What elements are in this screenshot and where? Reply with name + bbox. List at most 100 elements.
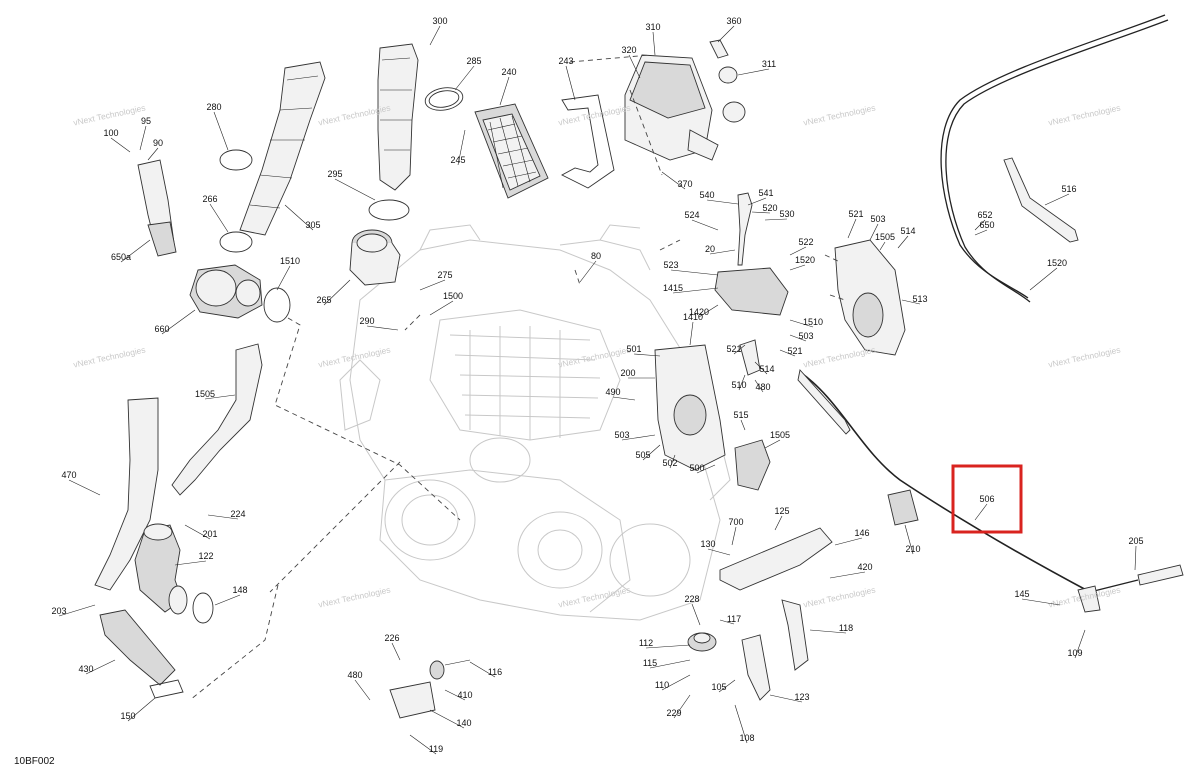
callout-leader [670, 269, 719, 276]
callout-label-265: 265 [316, 295, 331, 305]
callout-label-521: 521 [787, 346, 802, 356]
callout-leader [974, 229, 988, 236]
callout-leader [409, 734, 437, 755]
bracket-140 [741, 634, 771, 701]
svg-text:vNext Technologies: vNext Technologies [802, 103, 876, 128]
engine-mount-105 [389, 659, 471, 719]
callout-leader [649, 659, 691, 669]
cvt-cover-500 [654, 344, 726, 471]
intake-tube-300 [377, 43, 419, 191]
callout-label-116: 116 [488, 667, 502, 677]
callout-leader [68, 479, 101, 496]
callout-leader [809, 629, 847, 634]
hose-650 [940, 14, 1169, 303]
cvt-housing-501 [834, 239, 906, 356]
gasket-229 [149, 679, 184, 699]
svg-text:vNext Technologies: vNext Technologies [1047, 103, 1121, 128]
callout-leader [869, 223, 879, 241]
svg-text:vNext Technologies: vNext Technologies [1047, 345, 1121, 370]
callout-leader [579, 260, 597, 283]
callout-leader [709, 249, 736, 255]
callout-label-1505: 1505 [195, 389, 215, 399]
bracket-145 [781, 599, 809, 671]
callout-label-290: 290 [359, 316, 374, 326]
callout-leader [847, 218, 857, 239]
grommets-311 [718, 66, 746, 123]
callout-label-503: 503 [870, 214, 885, 224]
callout-leader [127, 697, 156, 722]
watermark: vNext Technologies [72, 103, 146, 128]
callout-label-480: 480 [347, 670, 362, 680]
callout-leader [901, 299, 921, 305]
callout-label-320: 320 [621, 45, 636, 55]
callout-leader [207, 514, 239, 520]
callout-label-125: 125 [774, 506, 789, 516]
callout-label-226: 226 [384, 633, 399, 643]
callout-leader [652, 31, 656, 56]
callout-label-105: 105 [711, 682, 726, 692]
callout-label-1510: 1510 [280, 256, 300, 266]
callout-leader [707, 548, 731, 556]
watermark: vNext Technologies [1047, 103, 1121, 128]
callout-label-521: 521 [726, 344, 741, 354]
callout-label-240: 240 [501, 67, 516, 77]
callout-leader [284, 204, 314, 231]
callout-label-130: 130 [700, 539, 715, 549]
watermark: vNext Technologies [557, 103, 631, 128]
callout-leader [209, 203, 229, 233]
callout-leader [1134, 545, 1137, 571]
callout-leader [120, 239, 151, 263]
shift-cover-505 [734, 439, 771, 491]
callout-leader [754, 361, 768, 375]
callout-label-480: 480 [755, 382, 770, 392]
callout-label-410: 410 [457, 690, 472, 700]
callout-label-650a: 650a [111, 252, 131, 262]
callout-leader [691, 219, 719, 231]
callout-leader [689, 321, 694, 346]
watermark: vNext Technologies [802, 585, 876, 610]
callout-leader [789, 334, 807, 342]
callout-label-100: 100 [103, 128, 118, 138]
watermark: vNext Technologies [72, 345, 146, 370]
watermark: vNext Technologies [802, 345, 876, 370]
watermark: vNext Technologies [1047, 345, 1121, 370]
svg-text:vNext Technologies: vNext Technologies [557, 103, 631, 128]
callout-label-112: 112 [639, 638, 653, 648]
watermark: vNext Technologies [317, 585, 391, 610]
callout-leader [633, 353, 661, 357]
callout-leader [779, 349, 796, 357]
clamp-266 [219, 231, 253, 253]
callout-leader [673, 694, 691, 719]
callout-leader [737, 68, 770, 76]
callout-label-490: 490 [605, 387, 620, 397]
gasket-243 [561, 94, 615, 189]
svg-text:vNext Technologies: vNext Technologies [802, 345, 876, 370]
callout-leader [706, 199, 739, 205]
callout-leader [774, 515, 783, 531]
callout-leader [139, 125, 147, 151]
callout-leader [879, 241, 886, 251]
callout-leader [789, 319, 814, 328]
callout-label-150: 150 [120, 711, 135, 721]
callout-label-506: 506 [979, 494, 994, 504]
callout-leader [391, 642, 401, 661]
callout-label-520: 520 [762, 203, 777, 213]
callout-leader [565, 65, 576, 101]
air-filter-240 [474, 103, 549, 199]
callout-leader [429, 300, 454, 316]
resonator-265 [189, 264, 263, 319]
highlight-box-470 [951, 464, 1023, 534]
svg-text:vNext Technologies: vNext Technologies [557, 345, 631, 370]
callout-leader [174, 560, 207, 566]
callout-leader [829, 571, 866, 579]
callout-leader [213, 111, 229, 151]
callout-leader [669, 454, 676, 469]
callout-leader [1029, 267, 1058, 291]
callout-leader [58, 604, 96, 617]
clamp-285 [424, 87, 464, 111]
callout-label-310: 310 [645, 22, 660, 32]
callout-label-311: 311 [762, 59, 776, 69]
gear-lever-540 [737, 192, 753, 266]
callout-label-470: 470 [61, 470, 76, 480]
